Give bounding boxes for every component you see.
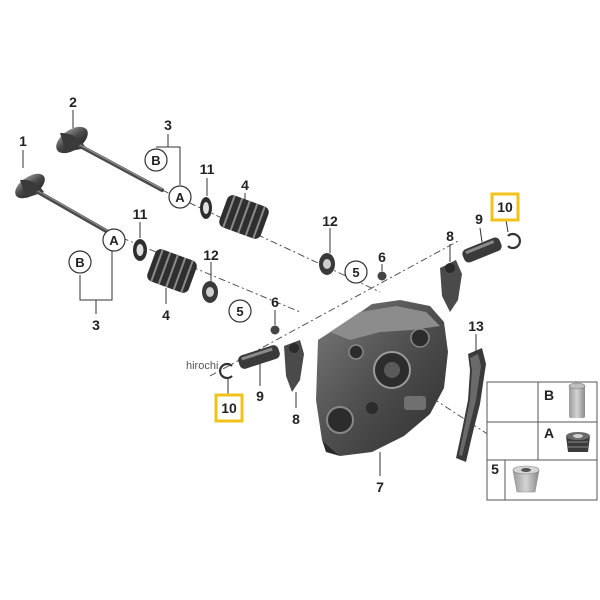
callout-11-top: 11 (200, 161, 215, 177)
spring-cap-5-icon (512, 465, 540, 493)
callout-7: 7 (376, 479, 384, 495)
valve-spring-4-bottom (147, 249, 197, 293)
valve-stem-seal-11-top (200, 197, 212, 219)
legend-label-A: A (544, 425, 554, 441)
svg-text:B: B (151, 153, 160, 168)
circle-label-A-left: A (102, 228, 126, 252)
circle-label-5-bottom: 5 (228, 299, 252, 323)
rocker-arm-8-bottom (284, 340, 304, 392)
svg-text:A: A (109, 233, 119, 248)
spring-retainer-12-bottom (202, 281, 218, 303)
callout-3-top: 3 (164, 117, 172, 133)
callout-10-bottom-highlight: 10 (214, 393, 244, 423)
callout-8-bottom: 8 (292, 411, 300, 427)
callout-12-top: 12 (322, 213, 338, 229)
valve-stem-seal-11-bottom (133, 239, 147, 261)
rocker-shaft-9-bottom (238, 345, 280, 369)
leader-3-top (156, 134, 181, 185)
rocker-arm-8-top (440, 260, 462, 312)
circlip-10-bottom (219, 362, 233, 380)
callout-6-top: 6 (378, 249, 386, 265)
valve-keeper-6-top (377, 271, 387, 281)
callout-11-bottom: 11 (133, 206, 148, 222)
chain-guide-13 (456, 348, 486, 462)
leader-9-top (479, 227, 483, 243)
circle-label-A-top: A (168, 185, 192, 209)
legend-table: B A 5 (486, 381, 598, 501)
circlip-10-top (507, 232, 521, 250)
callout-10-bottom: 10 (221, 400, 237, 416)
exhaust-valve-2 (56, 126, 164, 192)
watermark-text: hirochi (186, 360, 218, 372)
axis-line-top (161, 189, 381, 293)
callout-4-top: 4 (241, 177, 249, 193)
cylinder-head-7 (316, 300, 448, 456)
intake-valve-1 (15, 173, 110, 234)
legend-label-5: 5 (491, 461, 499, 477)
valve-stem-seal-A-icon (566, 432, 590, 452)
svg-text:5: 5 (352, 265, 359, 280)
rocker-shaft-9-top (462, 237, 502, 263)
callout-1: 1 (19, 133, 27, 149)
svg-text:A: A (175, 190, 185, 205)
callout-13: 13 (468, 318, 484, 334)
svg-text:B: B (75, 255, 84, 270)
callout-10-top: 10 (497, 199, 513, 215)
circle-label-B-left: B (68, 250, 92, 274)
valve-keeper-6-bottom (270, 325, 280, 335)
circle-label-5-top: 5 (344, 260, 368, 284)
callout-3-bottom: 3 (92, 317, 100, 333)
callout-9-bottom: 9 (256, 388, 264, 404)
callout-6-bottom: 6 (271, 294, 279, 310)
callout-8-top: 8 (446, 228, 454, 244)
valve-guide-B-icon (568, 382, 586, 418)
valve-spring-4-top (219, 195, 269, 239)
spring-retainer-12-top (319, 253, 335, 275)
circle-label-B-top: B (144, 148, 168, 172)
legend-label-B: B (544, 387, 554, 403)
callout-2: 2 (69, 94, 77, 110)
callout-9-top: 9 (475, 211, 483, 227)
leader-10-top (505, 219, 509, 233)
callout-10-top-highlight: 10 (490, 192, 520, 222)
callout-4-bottom: 4 (162, 307, 170, 323)
svg-text:5: 5 (236, 304, 243, 319)
callout-12-bottom: 12 (203, 247, 219, 263)
